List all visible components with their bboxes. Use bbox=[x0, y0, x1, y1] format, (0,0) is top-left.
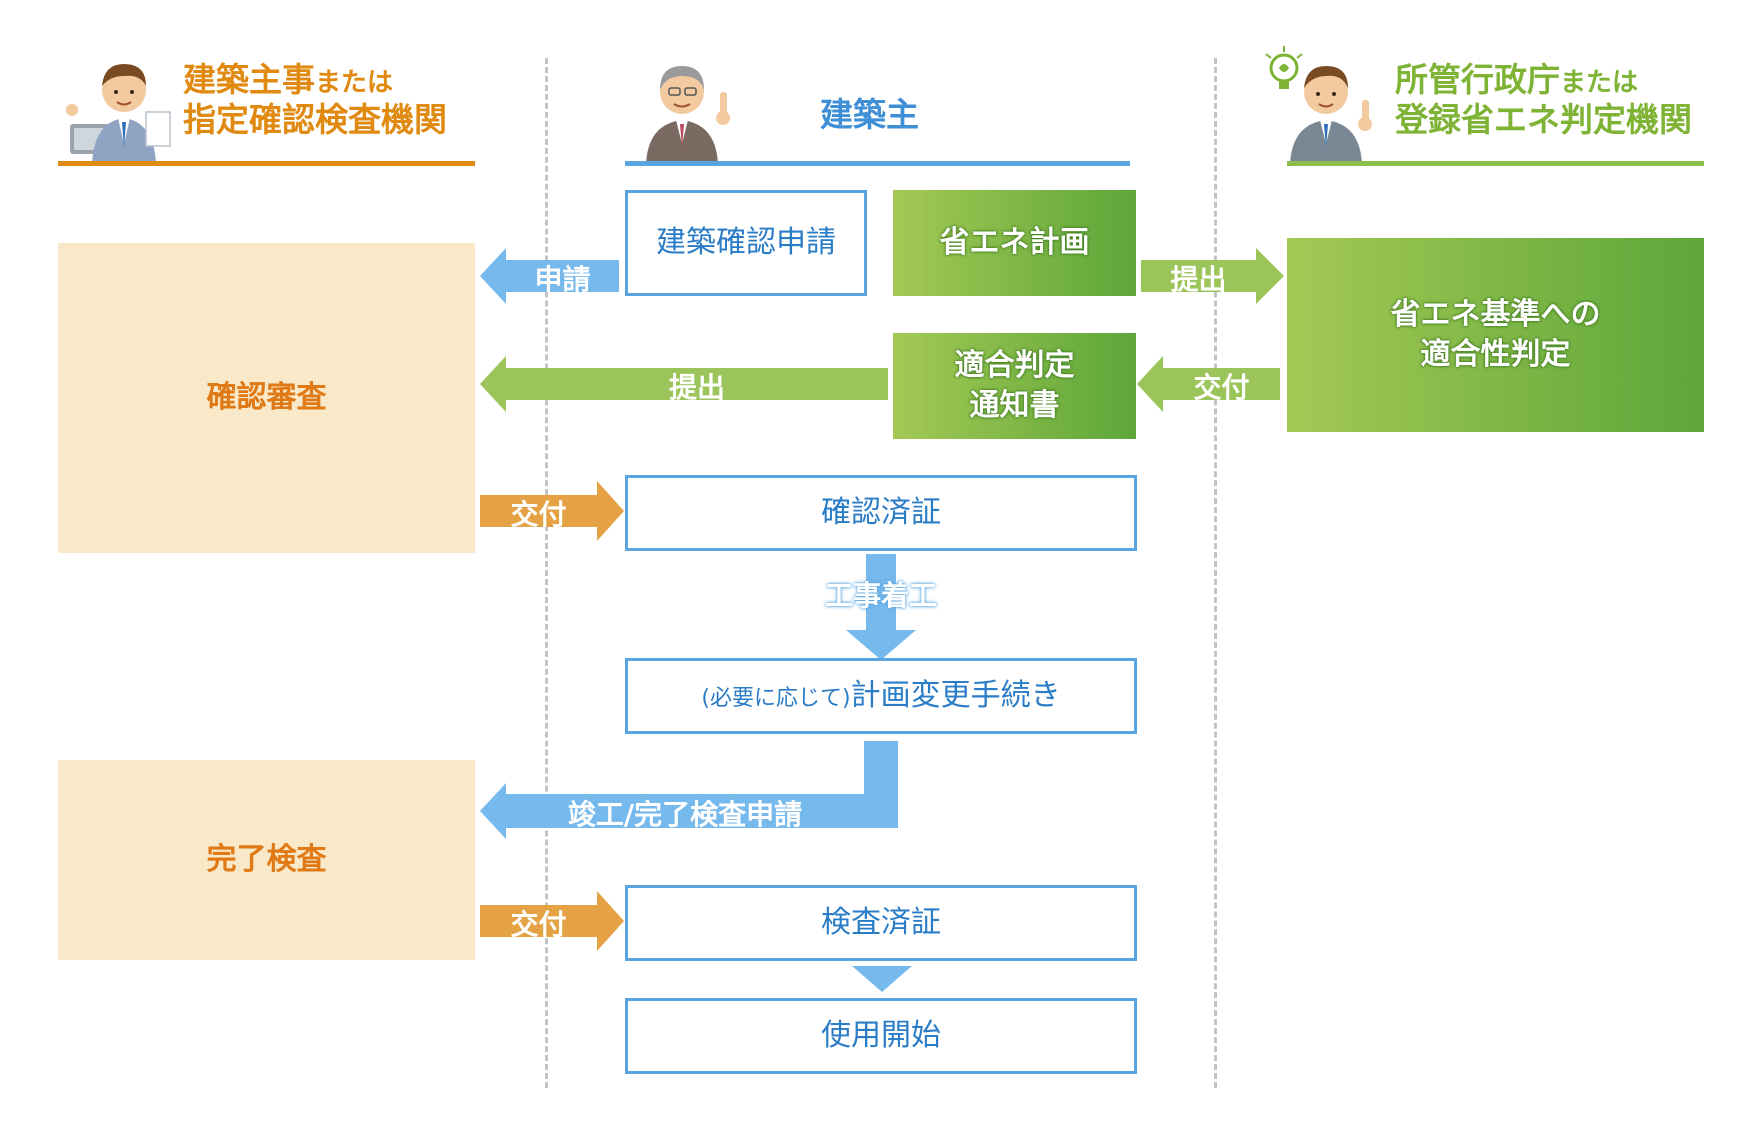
owner-avatar-icon bbox=[646, 66, 730, 164]
submit-left-arrow-label: 提出 bbox=[668, 371, 725, 404]
submit-right-arrow-label: 提出 bbox=[1170, 263, 1227, 296]
left-lane-title: 建築主事または 指定確認検査機関 bbox=[183, 60, 447, 139]
energy-plan-box: 省エネ計画 bbox=[893, 190, 1136, 296]
conformity-judgement-line1: 省エネ基準への bbox=[1390, 296, 1601, 332]
right-lane-rule bbox=[1287, 161, 1704, 166]
confirmation-review-label: 確認審査 bbox=[206, 379, 327, 415]
inspection-to-use-arrow bbox=[852, 966, 912, 992]
issue-inspection-arrow-label: 交付 bbox=[510, 908, 567, 941]
lane-divider-right bbox=[1214, 58, 1217, 1088]
right-lane-title-main: 所管行政庁 bbox=[1395, 60, 1560, 99]
completion-application-arrow bbox=[480, 741, 898, 839]
lane-divider-left bbox=[545, 58, 548, 1088]
left-lane-title-main: 建築主事 bbox=[183, 60, 315, 99]
completion-application-arrow-label: 竣工/完了検査申請 bbox=[567, 798, 803, 831]
right-lane-title-line2: 登録省エネ判定機関 bbox=[1395, 99, 1692, 139]
construction-start-arrow bbox=[846, 554, 916, 660]
plan-change-label: 計画変更手続き bbox=[850, 677, 1061, 713]
submit-right-arrow bbox=[1141, 248, 1284, 304]
left-lane-rule bbox=[58, 161, 475, 166]
issue-confirmation-arrow-label: 交付 bbox=[510, 498, 567, 531]
completion-inspection-box: 完了検査 bbox=[58, 760, 475, 960]
center-lane-rule bbox=[625, 161, 1130, 166]
conformity-notice-box: 適合判定 通知書 bbox=[893, 333, 1136, 439]
right-lane-title-suffix: または bbox=[1560, 68, 1639, 98]
right-lane-title: 所管行政庁または 登録省エネ判定機関 bbox=[1395, 60, 1692, 139]
confirmation-certificate-box: 確認済証 bbox=[625, 475, 1137, 551]
center-lane-title: 建築主 bbox=[820, 95, 919, 135]
building-confirmation-application-label: 建築確認申請 bbox=[656, 224, 836, 260]
conformity-notice-line1: 適合判定 bbox=[954, 347, 1075, 383]
apply-arrow-label: 申請 bbox=[534, 263, 591, 296]
start-of-use-box: 使用開始 bbox=[625, 998, 1137, 1074]
issue-right-arrow bbox=[1137, 356, 1280, 412]
conformity-notice-line2: 通知書 bbox=[969, 388, 1060, 423]
center-lane-title-text: 建築主 bbox=[820, 95, 919, 134]
start-of-use-label: 使用開始 bbox=[821, 1017, 941, 1053]
construction-start-label: 工事着工 bbox=[824, 579, 937, 612]
completion-inspection-label: 完了検査 bbox=[206, 841, 327, 877]
left-lane-title-suffix: または bbox=[315, 68, 394, 98]
submit-left-arrow bbox=[480, 356, 888, 412]
issue-right-arrow-label: 交付 bbox=[1193, 371, 1250, 404]
issue-inspection-arrow bbox=[480, 891, 624, 951]
confirmation-review-box: 確認審査 bbox=[58, 243, 475, 553]
confirmation-certificate-label: 確認済証 bbox=[821, 494, 941, 530]
conformity-judgement-line2: 適合性判定 bbox=[1420, 337, 1571, 372]
building-confirmation-application-box: 建築確認申請 bbox=[625, 190, 867, 296]
agency-avatar-icon bbox=[1265, 46, 1372, 164]
plan-change-procedure-box: (必要に応じて)計画変更手続き bbox=[625, 658, 1137, 734]
inspection-certificate-box: 検査済証 bbox=[625, 885, 1137, 961]
inspector-avatar-icon bbox=[66, 64, 171, 164]
plan-change-prefix: (必要に応じて) bbox=[701, 685, 851, 711]
apply-arrow bbox=[480, 248, 619, 304]
issue-confirmation-arrow bbox=[480, 481, 624, 541]
inspection-certificate-label: 検査済証 bbox=[821, 904, 941, 940]
conformity-judgement-box: 省エネ基準への 適合性判定 bbox=[1287, 238, 1704, 432]
left-lane-title-line2: 指定確認検査機関 bbox=[183, 99, 447, 139]
energy-plan-label: 省エネ計画 bbox=[939, 224, 1090, 260]
